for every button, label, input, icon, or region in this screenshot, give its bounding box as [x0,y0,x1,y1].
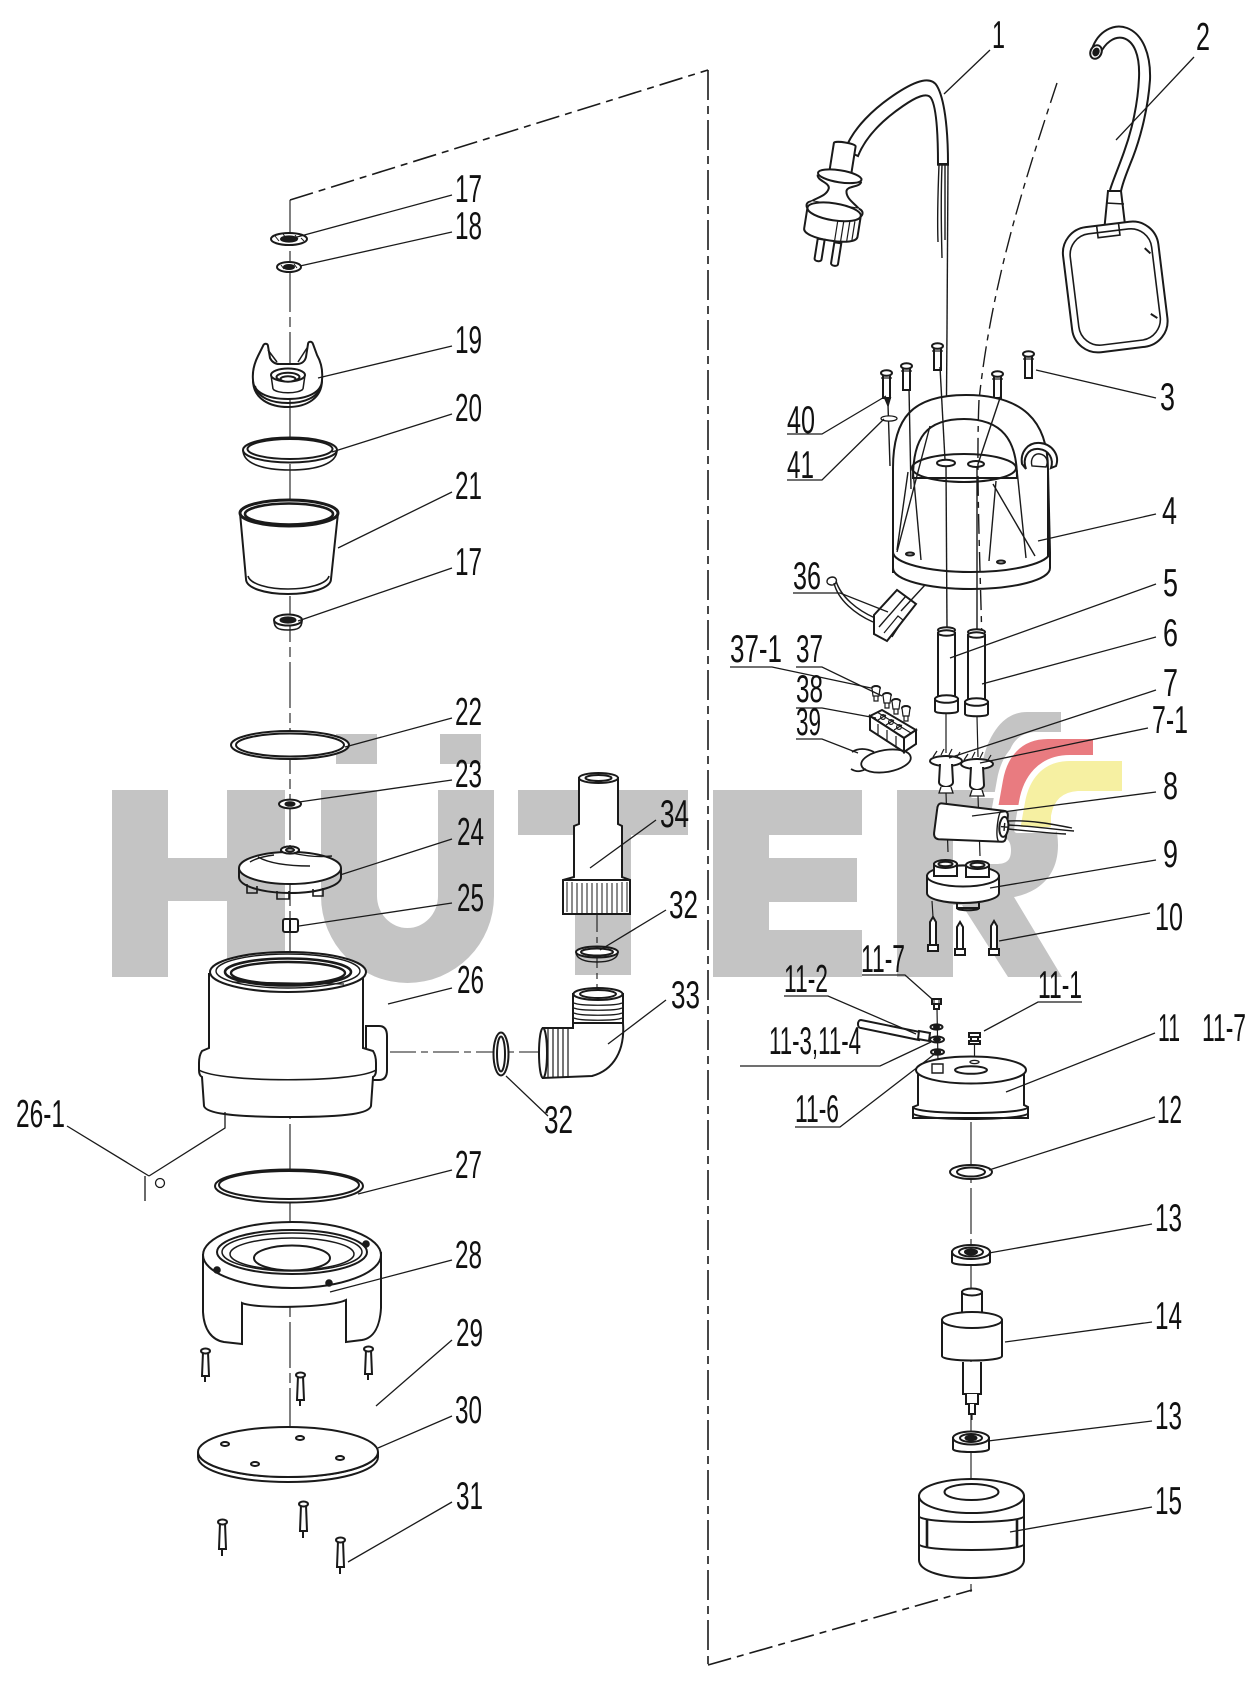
svg-text:15: 15 [1155,1480,1182,1523]
svg-text:24: 24 [457,811,484,854]
svg-text:17: 17 [455,541,482,584]
svg-text:30: 30 [455,1389,482,1432]
svg-text:18: 18 [455,205,482,248]
svg-text:11-2: 11-2 [784,958,828,1001]
svg-text:7-1: 7-1 [1152,699,1188,742]
svg-text:6: 6 [1163,612,1178,655]
svg-text:11: 11 [1158,1007,1180,1050]
svg-text:5: 5 [1163,562,1178,605]
svg-text:21: 21 [455,465,482,508]
svg-text:22: 22 [455,691,482,734]
svg-text:25: 25 [457,877,484,920]
svg-text:28: 28 [455,1234,482,1277]
svg-text:26-1: 26-1 [16,1093,65,1136]
svg-text:27: 27 [455,1144,482,1187]
svg-text:23: 23 [455,753,482,796]
svg-text:39: 39 [796,701,821,744]
svg-text:31: 31 [456,1475,483,1518]
svg-text:12: 12 [1157,1089,1182,1132]
svg-text:9: 9 [1163,833,1178,876]
svg-text:40: 40 [787,399,815,442]
svg-text:10: 10 [1155,896,1183,939]
svg-text:13: 13 [1155,1197,1182,1240]
svg-text:2: 2 [1196,16,1210,59]
svg-text:17: 17 [455,168,482,211]
svg-text:37-1: 37-1 [730,628,782,671]
svg-text:13: 13 [1155,1395,1182,1438]
svg-text:11-3,11-4: 11-3,11-4 [769,1020,861,1063]
svg-text:1: 1 [992,14,1005,57]
svg-text:29: 29 [456,1312,483,1355]
svg-text:34: 34 [660,793,689,836]
svg-text:7: 7 [1163,662,1178,705]
svg-text:32: 32 [544,1099,573,1142]
svg-text:41: 41 [787,444,814,487]
svg-text:11-1: 11-1 [1038,964,1082,1007]
svg-text:26: 26 [457,959,484,1002]
svg-text:32: 32 [669,884,698,927]
svg-text:11-6: 11-6 [795,1088,839,1131]
svg-text:33: 33 [671,974,700,1017]
svg-text:37: 37 [796,628,823,671]
svg-text:20: 20 [455,387,482,430]
svg-text:36: 36 [793,555,821,598]
svg-text:11-7: 11-7 [861,938,905,981]
svg-text:3: 3 [1160,376,1175,419]
svg-text:19: 19 [455,319,482,362]
svg-text:4: 4 [1162,490,1177,533]
svg-text:8: 8 [1163,765,1178,808]
svg-text:38: 38 [796,668,823,711]
svg-text:14: 14 [1155,1295,1182,1338]
svg-text:11-7: 11-7 [1202,1007,1246,1050]
